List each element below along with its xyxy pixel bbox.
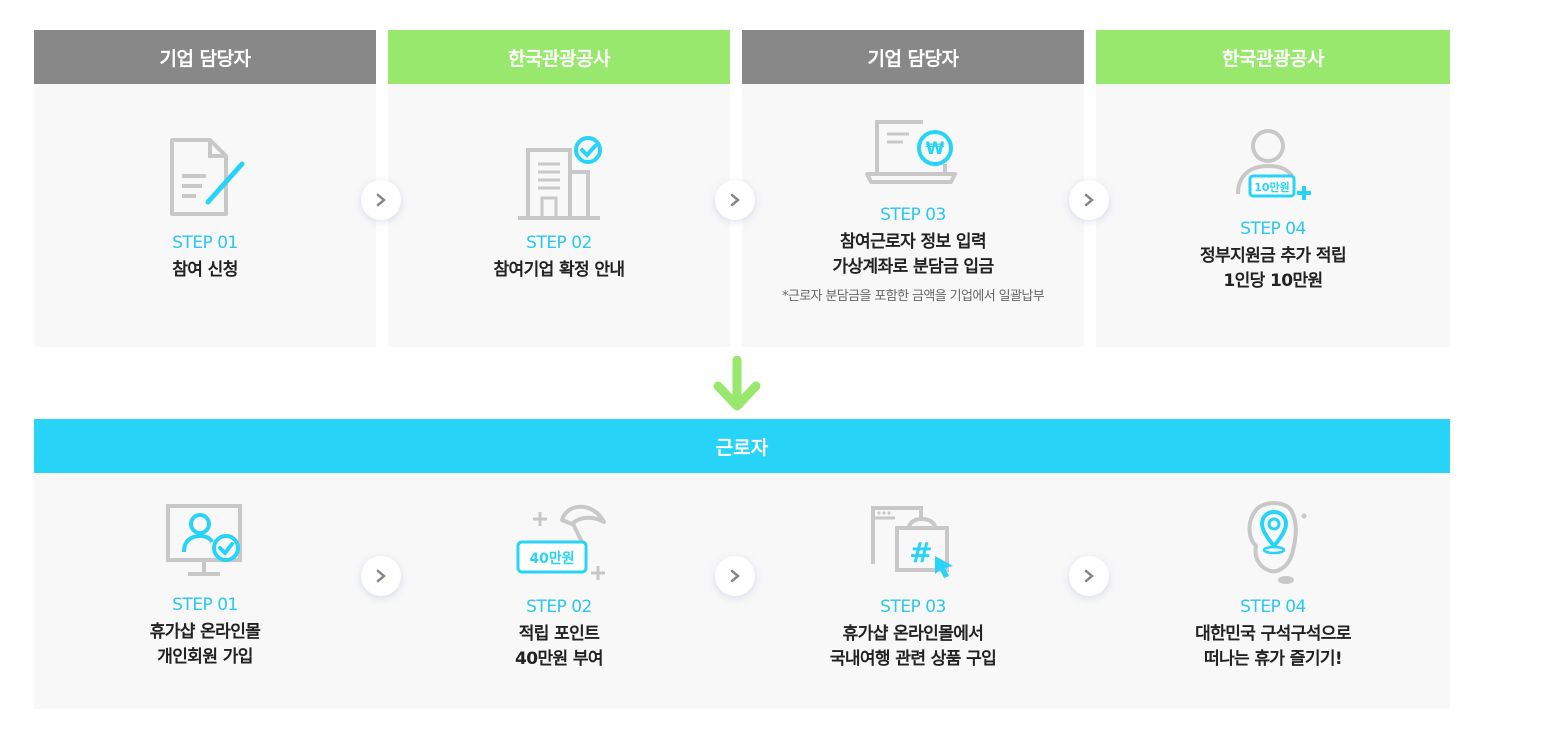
chevron-right-icon xyxy=(730,569,740,583)
document-pen-icon xyxy=(170,138,245,216)
worker-step-1: STEP 01 휴가샵 온라인몰 개인회원 가입 xyxy=(55,502,355,670)
next-arrow xyxy=(1069,556,1109,596)
header-kto-1: 한국관광공사 xyxy=(388,30,730,84)
step-title: 대한민국 구석구석으로 떠나는 휴가 즐기기! xyxy=(1195,624,1351,669)
chevron-right-icon xyxy=(376,193,386,207)
step-label: STEP 01 xyxy=(172,233,238,253)
step-note: *근로자 분담금을 포함한 금액을 기업에서 일괄납부 xyxy=(781,289,1045,304)
chevron-right-icon xyxy=(730,193,740,207)
worker-step-2: 40만원 STEP 02 적립 포인트 40만원 부여 xyxy=(409,498,709,672)
company-step-card-2 xyxy=(388,84,730,347)
step-title: 정부지원금 추가 적립 1인당 10만원 xyxy=(1200,246,1347,291)
step-title: 휴가샵 온라인몰 개인회원 가입 xyxy=(149,622,261,667)
chevron-right-icon xyxy=(1084,569,1094,583)
person-plus-icon: 10만원 xyxy=(1236,129,1311,200)
worker-step-4: STEP 04 대한민국 구석구석으로 떠나는 휴가 즐기기! xyxy=(1123,498,1423,672)
step-title: 적립 포인트 40만원 부여 xyxy=(515,624,604,669)
next-arrow xyxy=(715,556,755,596)
company-step-card-4 xyxy=(1096,84,1450,347)
step-label: STEP 02 xyxy=(526,233,592,253)
step-title: 참여근로자 정보 입력 가상계좌로 분담금 입금 xyxy=(832,232,994,277)
company-step-2: STEP 02 참여기업 확정 안내 xyxy=(409,134,709,283)
badge-text: 10만원 xyxy=(1254,180,1290,194)
header-company-1: 기업 담당자 xyxy=(34,30,376,84)
header-kto-2: 한국관광공사 xyxy=(1096,30,1450,84)
step-label: STEP 04 xyxy=(1240,597,1306,617)
company-step-card-3 xyxy=(742,84,1084,347)
umbrella-point-icon: 40만원 xyxy=(516,504,606,580)
next-arrow xyxy=(361,556,401,596)
step-label: STEP 03 xyxy=(880,205,946,225)
company-step-3: ₩ STEP 03 참여근로자 정보 입력 가상계좌로 분담금 입금 *근로자 … xyxy=(763,118,1063,306)
shopping-hashtag-icon: # xyxy=(871,506,953,578)
step-label: STEP 04 xyxy=(1240,219,1306,239)
next-arrow xyxy=(1069,180,1109,220)
next-arrow xyxy=(361,180,401,220)
laptop-won-icon: ₩ xyxy=(865,120,957,184)
next-arrow xyxy=(715,180,755,220)
step-title: 휴가샵 온라인몰에서 국내여행 관련 상품 구입 xyxy=(829,624,997,669)
arrow-down-icon xyxy=(713,356,761,411)
svg-text:#: # xyxy=(909,536,932,569)
header-company-2: 기업 담당자 xyxy=(742,30,1084,84)
company-step-4: 10만원 STEP 04 정부지원금 추가 적립 1인당 10만원 xyxy=(1123,128,1423,294)
building-check-icon xyxy=(518,136,602,220)
svg-text:₩: ₩ xyxy=(926,139,945,159)
chevron-right-icon xyxy=(376,569,386,583)
step-label: STEP 02 xyxy=(526,597,592,617)
step-title: 참여기업 확정 안내 xyxy=(493,260,626,280)
step-label: STEP 01 xyxy=(172,595,238,615)
chevron-right-icon xyxy=(1084,193,1094,207)
monitor-user-icon xyxy=(166,504,242,576)
header-worker: 근로자 xyxy=(34,419,1450,473)
step-title: 참여 신청 xyxy=(172,260,238,280)
badge-text: 40만원 xyxy=(529,551,574,567)
korea-map-pin-icon xyxy=(1247,501,1307,584)
step-label: STEP 03 xyxy=(880,597,946,617)
worker-step-3: # STEP 03 휴가샵 온라인몰에서 국내여행 관련 상품 구입 xyxy=(763,504,1063,672)
company-step-1: STEP 01 참여 신청 xyxy=(55,136,355,283)
